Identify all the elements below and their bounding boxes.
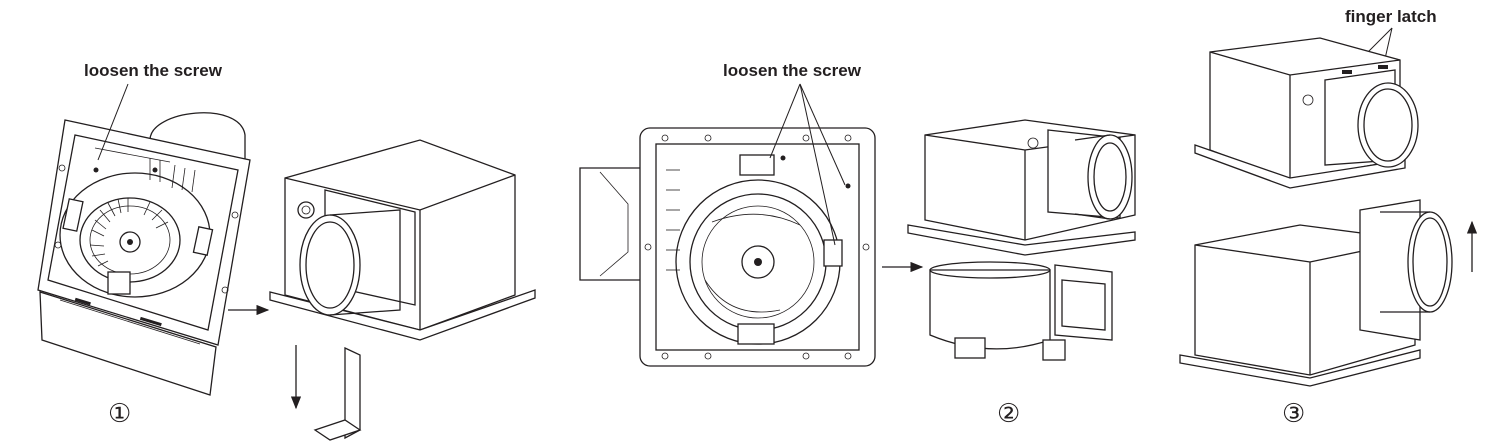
loosen-screw-label-1: loosen the screw xyxy=(84,61,223,80)
step1-mounting-bracket xyxy=(313,346,362,441)
step2-fan-unit-front xyxy=(579,127,876,367)
step3-housing-top xyxy=(1194,37,1419,189)
finger-latch-label: finger latch xyxy=(1345,7,1437,26)
step1-housing-box xyxy=(269,139,536,341)
step1-fan-unit-tilted xyxy=(37,112,251,396)
step3-housing-bottom xyxy=(1179,199,1453,387)
leader-lines-2 xyxy=(769,83,846,246)
step-number-3: ③ xyxy=(1282,398,1305,428)
step2-housing-box xyxy=(907,119,1136,256)
step2-blower-assembly xyxy=(929,261,1113,361)
step-number-1: ① xyxy=(108,398,131,428)
loosen-screw-label-2: loosen the screw xyxy=(723,61,862,80)
leader-line-1 xyxy=(97,83,129,161)
step-number-2: ② xyxy=(997,398,1020,428)
